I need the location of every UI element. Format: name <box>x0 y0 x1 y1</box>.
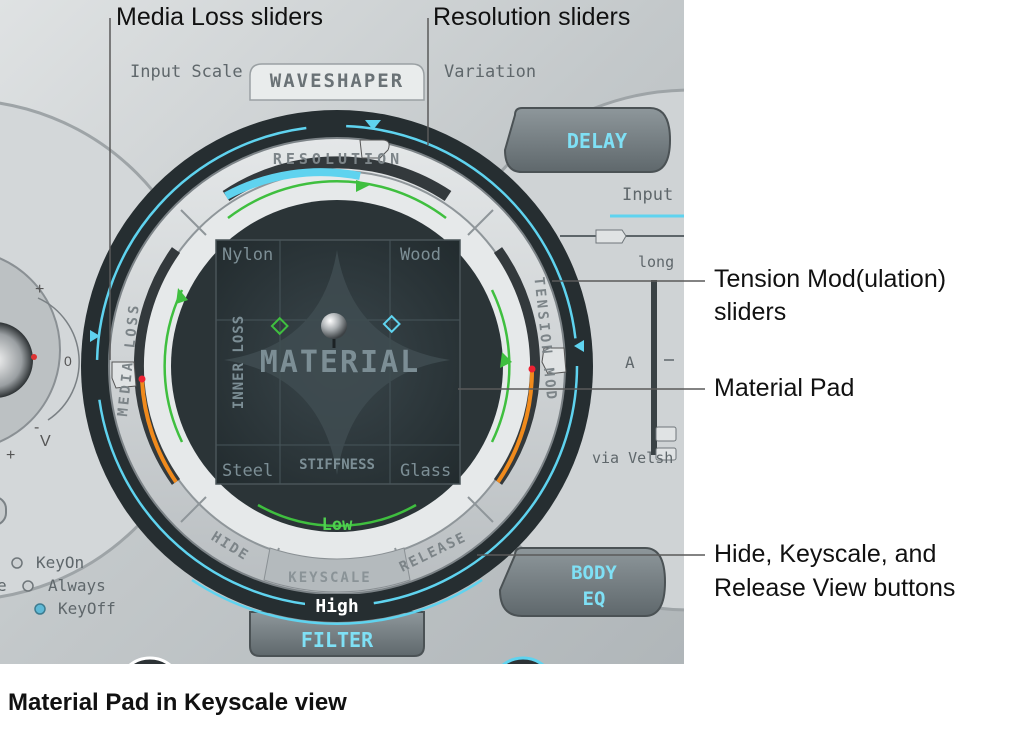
radio-keyoff[interactable] <box>34 603 46 615</box>
variation-label: Variation <box>444 62 536 82</box>
left-small-button[interactable] <box>0 497 7 525</box>
filter-button[interactable] <box>249 611 425 657</box>
radio-always[interactable] <box>22 580 34 592</box>
left-knob-scale <box>37 297 80 421</box>
media-loss-callout: Media Loss sliders <box>116 3 324 31</box>
material-pad-star <box>224 250 450 475</box>
pad-cyan-diamond[interactable] <box>382 314 401 334</box>
sculpture-panel: + 0 - V + KeyOn e Always KeyOff Input Sc… <box>0 0 684 664</box>
material-pad-ball[interactable] <box>321 313 347 339</box>
high-cyan-arc <box>191 578 483 625</box>
pad-corner-wood: Wood <box>400 245 441 265</box>
keyscale-button[interactable] <box>263 547 411 593</box>
filter-button-label: FILTER <box>301 628 374 652</box>
resolution-slider-fill <box>224 168 361 200</box>
tension-mod-marker <box>574 340 584 352</box>
stiffness-axis-label: STIFFNESS <box>299 457 375 473</box>
keyscale-green-arcs <box>163 180 511 528</box>
material-pad-title: MATERIAL <box>260 345 421 380</box>
figure-caption: Material Pad in Keyscale view <box>8 689 347 716</box>
radio-always-label: Always <box>48 576 106 595</box>
pad-green-diamond[interactable] <box>270 316 289 336</box>
tension-mod-dot <box>528 365 536 373</box>
left-knob[interactable] <box>0 322 33 398</box>
radio-keyoff-label: KeyOff <box>58 599 116 618</box>
resolution-ring-label: RESOLUTION <box>273 150 403 168</box>
vertical-slider-thumb-2[interactable] <box>655 447 677 461</box>
pad-corner-steel: Steel <box>222 461 273 481</box>
high-label: High <box>315 596 358 617</box>
left-knob-zero: 0 <box>64 353 72 369</box>
keyscale-right-marker <box>500 352 512 368</box>
keyscale-low-label: Low <box>322 515 353 535</box>
left-knob-plus: + <box>35 281 44 298</box>
input-scale-label: Input Scale <box>130 62 243 82</box>
resolution-callout: Resolution sliders <box>433 3 631 31</box>
radio-partial-label: e <box>0 576 7 595</box>
view-buttons-callout-line1: Hide, Keyscale, and <box>714 540 937 568</box>
bottom-left-knob[interactable] <box>118 656 182 664</box>
view-buttons-callout-line2: Release View buttons <box>714 574 956 602</box>
delay-button[interactable] <box>503 107 672 173</box>
left-plus-lower: + <box>6 447 15 464</box>
inner-loss-axis-label: INNER LOSS <box>231 315 247 409</box>
media-loss-slider-thumb[interactable] <box>111 361 137 389</box>
outer-cyan-ring <box>95 124 579 608</box>
left-knob-indicator <box>31 354 37 360</box>
resolution-slider-thumb[interactable] <box>359 139 390 159</box>
input-slider-thumb[interactable] <box>595 229 627 244</box>
body-eq-label-line2: EQ <box>583 588 606 610</box>
keyscale-top-marker <box>356 180 370 192</box>
long-label: long <box>638 253 674 271</box>
waveshaper-tab[interactable] <box>249 63 425 101</box>
tension-mod-slider-fill <box>496 369 535 484</box>
left-knob-minus: - <box>34 419 39 436</box>
waveshaper-label: WAVESHAPER <box>270 70 404 92</box>
body-eq-button[interactable] <box>498 547 667 617</box>
material-pad-callout: Material Pad <box>714 374 855 402</box>
via-velocity-label: via Velsh <box>592 449 673 467</box>
vertical-slider-thumb[interactable] <box>655 426 677 442</box>
high-label-bg <box>305 594 369 616</box>
left-knob-v: V <box>40 433 51 450</box>
pad-corner-glass: Glass <box>400 461 451 481</box>
resolution-marker <box>365 120 381 130</box>
pad-corner-nylon: Nylon <box>222 245 273 265</box>
media-loss-dot <box>138 375 146 383</box>
media-loss-marker <box>90 330 100 342</box>
tension-callout-line2: sliders <box>714 298 787 326</box>
radio-keyon[interactable] <box>11 557 23 569</box>
input-label: Input <box>622 185 673 205</box>
tension-callout-line1: Tension Mod(ulation) <box>714 265 947 293</box>
tension-mod-slider-thumb[interactable] <box>541 347 567 375</box>
body-eq-label-line1: BODY <box>571 562 617 584</box>
radio-keyon-label: KeyOn <box>36 553 84 572</box>
a-label: A <box>625 353 635 372</box>
delay-button-label: DELAY <box>567 129 627 153</box>
keyscale-left-marker <box>176 288 188 304</box>
bottom-right-knob[interactable] <box>491 656 555 664</box>
media-loss-slider-fill <box>140 379 178 484</box>
keyscale-button-label: KEYSCALE <box>288 570 371 586</box>
